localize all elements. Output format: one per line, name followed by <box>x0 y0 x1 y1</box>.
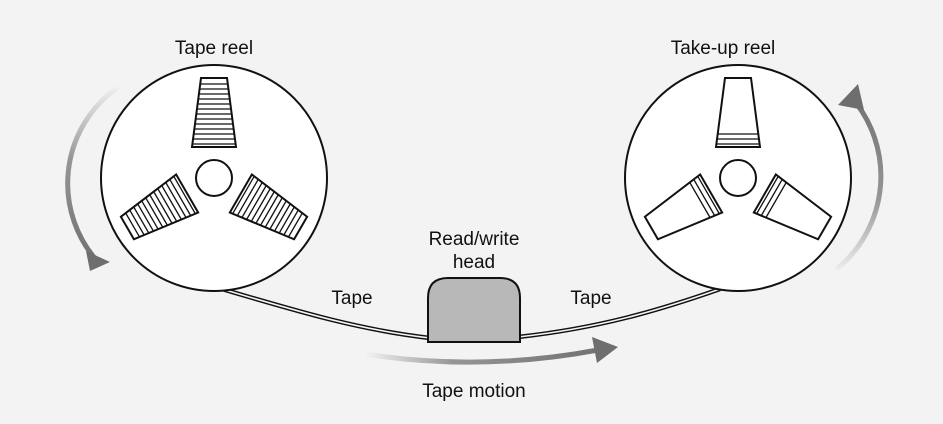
tape-motion-label: Tape motion <box>422 381 526 402</box>
right-reel-spoke-top <box>714 77 762 148</box>
left-reel <box>100 64 328 292</box>
right-reel-hub <box>719 159 757 197</box>
tape-label-right: Tape <box>570 288 611 309</box>
tape-left-segment <box>221 286 431 341</box>
left-reel-rotation-arrow <box>65 85 120 271</box>
tape <box>221 286 721 341</box>
take-up-reel-label: Take-up reel <box>671 38 776 59</box>
left-reel-hub <box>195 159 233 197</box>
right-reel <box>624 64 852 292</box>
tape-reel-label: Tape reel <box>175 38 253 59</box>
tape-right-segment <box>517 286 721 340</box>
read-write-head-label-line1: Read/write <box>429 229 520 250</box>
tape-motion-arrow <box>362 337 618 365</box>
tape-winding-line <box>168 174 199 221</box>
tape-winding-line <box>229 174 259 223</box>
read-write-head <box>427 277 521 343</box>
read-write-head-label-line2: head <box>453 252 495 273</box>
tape-label-left: Tape <box>331 288 372 309</box>
right-reel-rotation-arrow <box>835 84 884 271</box>
